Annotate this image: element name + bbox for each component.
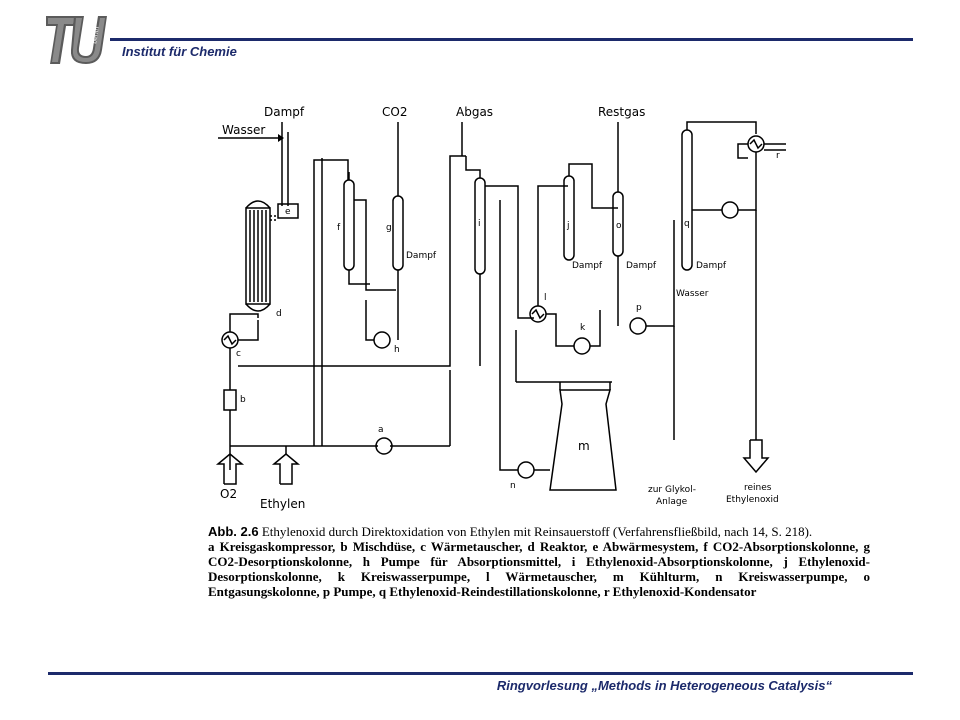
footer-text: Ringvorlesung „Methods in Heterogeneous …	[496, 678, 832, 693]
caption-legend: a Kreisgaskompressor, b Mischdüse, c Wär…	[208, 539, 870, 599]
institute-label: Institut für Chemie	[122, 44, 237, 59]
label-co2: CO2	[382, 105, 407, 119]
unit-n-pump	[517, 461, 535, 479]
unit-e-box	[277, 203, 299, 219]
unit-a: a	[378, 425, 384, 435]
tu-berlin-logo: berlin	[46, 16, 107, 64]
unit-f: f	[337, 223, 341, 233]
footer-rule	[48, 672, 913, 675]
unit-b: b	[240, 395, 246, 405]
label-dampf-top: Dampf	[264, 105, 305, 119]
label-o2: O2	[220, 487, 237, 501]
unit-p-pump	[629, 317, 647, 335]
unit-r: r	[776, 151, 780, 161]
unit-i: i	[478, 219, 481, 229]
unit-j-column	[563, 175, 575, 261]
unit-c: c	[236, 349, 241, 359]
unit-l: l	[544, 293, 547, 303]
label-abgas: Abgas	[456, 105, 493, 119]
unit-d-reactor	[245, 207, 271, 305]
caption-figure-number: Abb. 2.6	[208, 524, 259, 539]
unit-k-pump	[573, 337, 591, 355]
figure-caption: Abb. 2.6 Ethylenoxid durch Direktoxidati…	[208, 524, 870, 599]
header-rule	[110, 38, 913, 41]
label-dampf-q: Dampf	[696, 261, 727, 271]
label-glykol: zur Glykol-	[648, 485, 696, 495]
unit-g-column	[392, 195, 404, 271]
caption-title: Ethylenoxid durch Direktoxidation von Et…	[258, 524, 813, 539]
unit-a-compressor	[375, 437, 393, 455]
logo-small-text: berlin	[91, 26, 101, 44]
unit-q: q	[684, 219, 690, 229]
unit-b-mixer	[223, 389, 237, 411]
unit-e: e	[285, 207, 291, 217]
unit-j: j	[566, 221, 570, 231]
unit-n: n	[510, 481, 516, 491]
unit-g: g	[386, 223, 392, 233]
unit-o: o	[616, 221, 622, 231]
label-wasser-q: Wasser	[676, 289, 709, 299]
label-anlage: Anlage	[656, 497, 688, 507]
unit-p: p	[636, 303, 642, 313]
unit-k: k	[580, 323, 586, 333]
unit-f-column	[343, 179, 355, 271]
label-ethylenoxid: Ethylenoxid	[726, 495, 779, 505]
unit-r-pump	[721, 201, 739, 219]
unit-d: d	[276, 309, 282, 319]
label-ethylen: Ethylen	[260, 497, 305, 511]
label-wasser-top: Wasser	[222, 123, 265, 137]
unit-h: h	[394, 345, 400, 355]
unit-m: m	[578, 439, 590, 453]
process-flow-diagram: Dampf Wasser e d c b a O2 Ethylen f CO2 …	[215, 105, 786, 511]
unit-q-column	[681, 129, 693, 271]
label-restgas: Restgas	[598, 105, 645, 119]
label-dampf-o: Dampf	[626, 261, 657, 271]
label-dampf-j: Dampf	[572, 261, 603, 271]
label-reines: reines	[744, 483, 772, 493]
label-dampf-g: Dampf	[406, 251, 437, 261]
unit-h-pump	[373, 331, 391, 349]
